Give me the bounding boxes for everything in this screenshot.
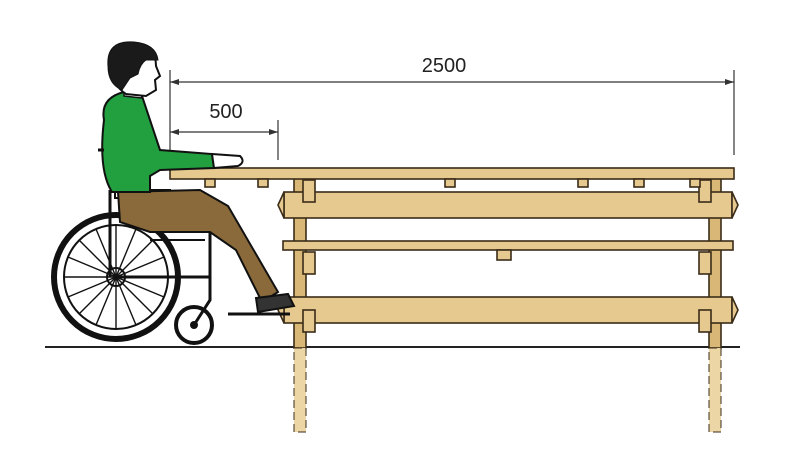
- lower-beam: [283, 296, 733, 324]
- picnic-table: [169, 167, 739, 433]
- wheelchair-user-icon: [51, 41, 296, 345]
- upper-beam: [283, 191, 733, 219]
- dimension-label-500: 500: [209, 101, 242, 123]
- middle-rail: [282, 240, 734, 251]
- dimension-knee-clearance: 500: [170, 101, 279, 160]
- dimension-overall-length: 2500: [169, 55, 735, 160]
- dimension-label-2500: 2500: [422, 55, 467, 77]
- tabletop: [169, 167, 735, 180]
